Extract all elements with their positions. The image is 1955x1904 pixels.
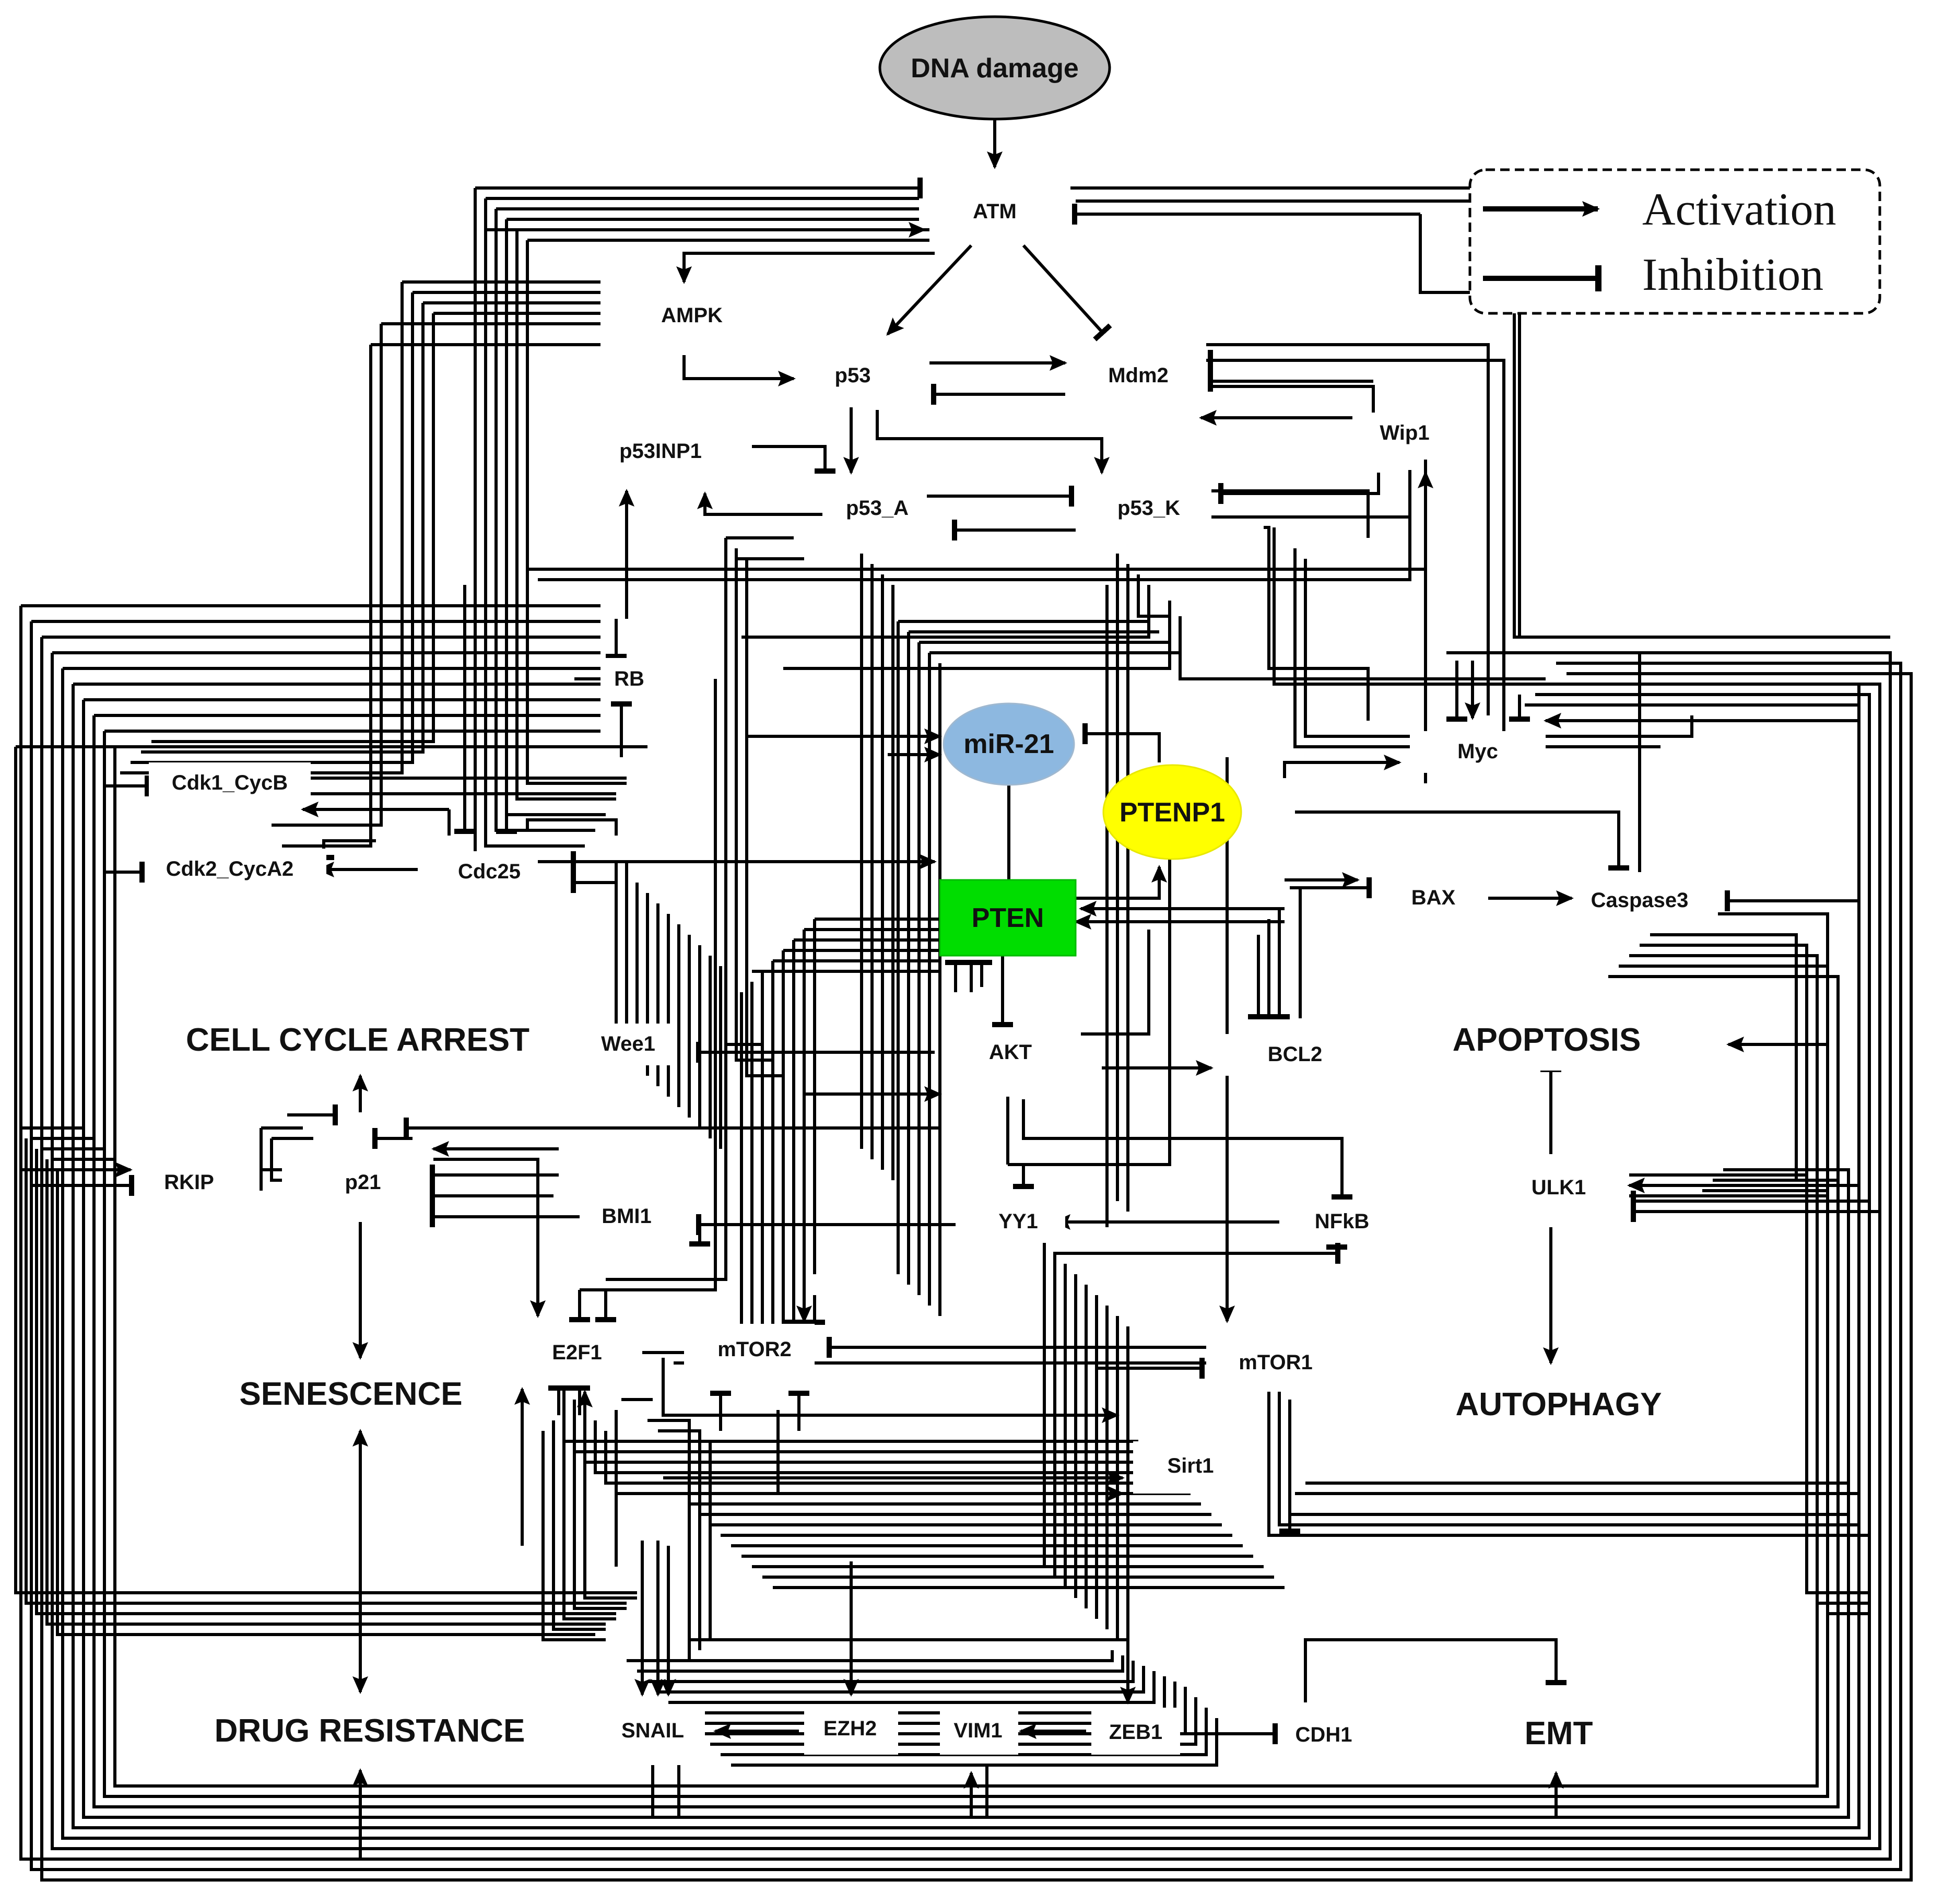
node-pten: PTEN — [972, 903, 1044, 933]
node-p53-k: p53_K — [1117, 497, 1180, 520]
outcome-cell-cycle-arrest: CELL CYCLE ARREST — [186, 1022, 529, 1058]
node-mtor2: mTOR2 — [717, 1338, 792, 1361]
node-caspase3: Caspase3 — [1591, 889, 1689, 912]
node-cdc25: Cdc25 — [458, 860, 521, 883]
node-yy1: YY1 — [998, 1210, 1038, 1233]
node-mir21: miR-21 — [963, 729, 1054, 759]
mir21-shape — [943, 702, 1075, 786]
node-snail: SNAIL — [621, 1719, 684, 1742]
outcome-apoptosis: APOPTOSIS — [1453, 1022, 1641, 1058]
node-ampk: AMPK — [661, 304, 723, 327]
node-rkip: RKIP — [164, 1171, 214, 1194]
node-nfkb: NFkB — [1315, 1210, 1369, 1233]
node-p53: p53 — [835, 364, 871, 387]
routing-wires — [14, 186, 1913, 1882]
legend-activation-label: Activation — [1642, 184, 1836, 235]
node-e2f1: E2F1 — [552, 1341, 602, 1364]
inhibition-bar-end — [1595, 265, 1601, 291]
legend-inhibition-label: Inhibition — [1642, 250, 1823, 300]
node-ezh2: EZH2 — [823, 1717, 877, 1740]
edges — [21, 119, 1880, 1859]
node-p53-a: p53_A — [846, 497, 909, 520]
node-bmi1: BMI1 — [602, 1205, 652, 1228]
node-ptenp1: PTENP1 — [1120, 797, 1225, 828]
dna-damage-shape — [878, 15, 1111, 121]
node-ulk1: ULK1 — [1532, 1176, 1586, 1199]
node-bcl2: BCL2 — [1268, 1043, 1322, 1066]
node-cdk1-cycb: Cdk1_CycB — [172, 771, 288, 794]
node-cdk2-cyca2: Cdk2_CycA2 — [166, 857, 294, 880]
node-p21: p21 — [345, 1171, 381, 1194]
pten-shape — [939, 879, 1077, 957]
shaped-nodes: DNA damage miR-21 PTENP1 PTEN — [878, 15, 1242, 957]
node-cdh1: CDH1 — [1296, 1723, 1352, 1746]
node-wee1: Wee1 — [601, 1032, 655, 1055]
outcome-senescence: SENESCENCE — [239, 1376, 462, 1412]
node-mdm2: Mdm2 — [1108, 364, 1169, 387]
node-rb: RB — [614, 667, 644, 690]
node-p53inp1: p53INP1 — [619, 440, 702, 463]
node-myc: Myc — [1457, 740, 1498, 763]
node-zeb1: ZEB1 — [1109, 1721, 1162, 1744]
legend: Activation Inhibition — [1468, 168, 1881, 315]
node-akt: AKT — [989, 1041, 1032, 1064]
node-mtor1: mTOR1 — [1239, 1351, 1313, 1374]
node-sirt1: Sirt1 — [1168, 1454, 1214, 1477]
text-nodes: ATM AMPK p53 Mdm2 Wip1 p53INP1 p53_A p53… — [136, 191, 1715, 1755]
node-bax: BAX — [1411, 886, 1456, 909]
outcome-drug-resistance: DRUG RESISTANCE — [215, 1713, 525, 1749]
node-dna-damage: DNA damage — [911, 53, 1079, 84]
outcome-emt: EMT — [1525, 1715, 1593, 1752]
node-atm: ATM — [973, 200, 1017, 223]
node-wip1: Wip1 — [1380, 421, 1429, 444]
node-vim1: VIM1 — [953, 1719, 1002, 1742]
outcome-autophagy: AUTOPHAGY — [1455, 1386, 1662, 1423]
outcomes: CELL CYCLE ARREST APOPTOSIS SENESCENCE A… — [162, 1013, 1692, 1762]
ptenp1-shape — [1102, 764, 1242, 860]
